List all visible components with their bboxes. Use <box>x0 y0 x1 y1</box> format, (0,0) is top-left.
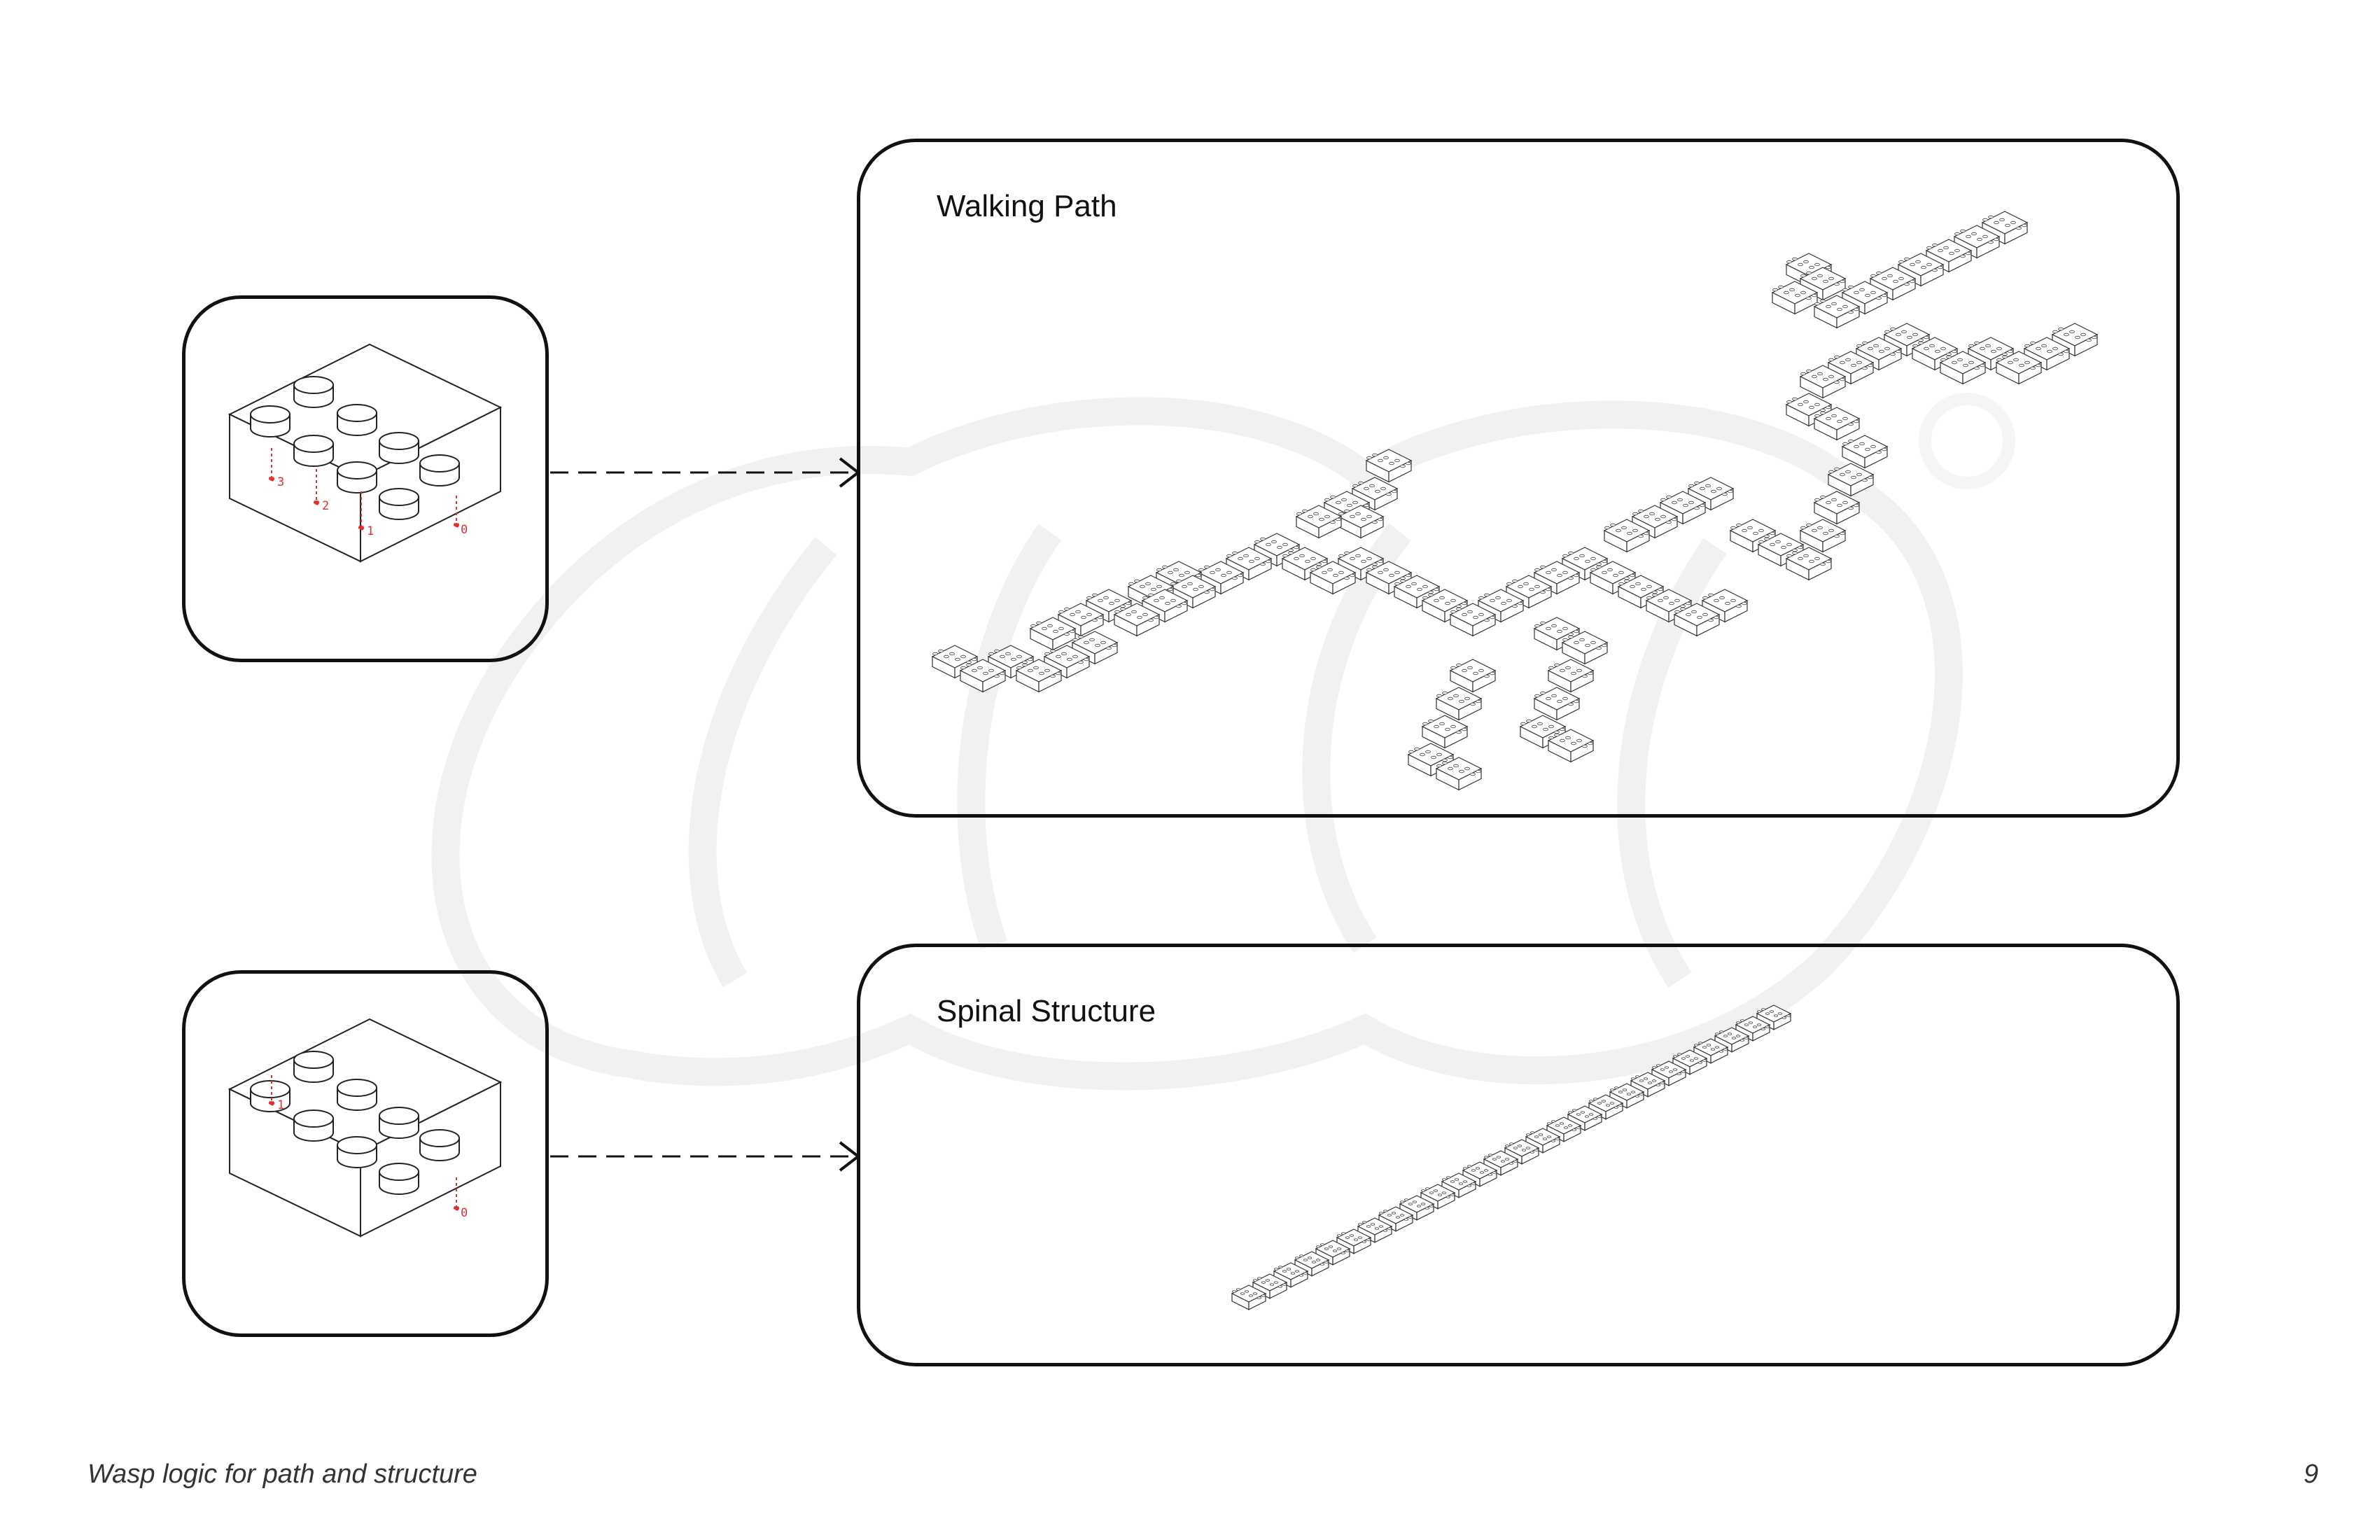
lego-brick <box>1225 547 1273 581</box>
lego-brick <box>959 659 1007 693</box>
lego-brick <box>1547 659 1595 693</box>
figure-caption: Wasp logic for path and structure <box>88 1460 477 1489</box>
lego-brick <box>1672 1049 1708 1075</box>
lego-brick <box>1785 547 1833 581</box>
lego-brick <box>1281 547 1329 581</box>
lego-brick <box>1462 1161 1498 1187</box>
lego-brick <box>1231 1284 1267 1310</box>
connection-label-3: 3 <box>277 475 284 489</box>
lego-brick <box>1505 575 1553 609</box>
lego-brick <box>1799 519 1847 553</box>
lego-brick <box>1645 589 1693 623</box>
lego-brick <box>1729 519 1777 553</box>
lego-brick <box>1449 659 1497 693</box>
lego-brick <box>1057 603 1105 637</box>
lego-brick <box>1351 477 1399 511</box>
connection-label-0: 0 <box>461 1206 468 1220</box>
lego-brick <box>1547 729 1595 763</box>
lego-brick <box>1407 743 1455 777</box>
lego-brick <box>1169 575 1217 609</box>
lego-brick <box>1756 1004 1792 1030</box>
lego-brick <box>1813 407 1861 441</box>
lego-brick <box>1295 505 1343 539</box>
lego-brick <box>1799 365 1847 399</box>
lego-brick <box>1735 1016 1771 1042</box>
lego-brick <box>1911 337 1959 371</box>
lego-brick <box>1771 281 1819 315</box>
lego-brick <box>1435 687 1483 721</box>
lego-brick <box>931 645 979 679</box>
lego-brick <box>1631 505 1679 539</box>
lego-brick <box>1673 603 1721 637</box>
connection-label-1: 1 <box>277 1098 284 1112</box>
lego-brick <box>1113 603 1161 637</box>
lego-brick <box>1841 435 1889 469</box>
lego-brick <box>1813 295 1861 329</box>
spine-brick-diagram: 1 0 <box>182 970 549 1337</box>
lego-brick <box>1827 351 1875 385</box>
lego-brick <box>1273 1262 1309 1288</box>
lego-brick <box>1617 575 1665 609</box>
lego-brick <box>1533 687 1581 721</box>
lego-brick <box>1939 351 1987 385</box>
page-number: 9 <box>2303 1460 2318 1489</box>
lego-brick <box>1435 757 1483 791</box>
lego-brick <box>1421 715 1469 749</box>
walking-path-title: Walking Path <box>937 189 1117 223</box>
lego-brick <box>1197 561 1245 595</box>
lego-brick <box>1015 659 1063 693</box>
lego-brick <box>1337 505 1385 539</box>
path-arrow <box>550 457 861 488</box>
connection-label-0: 0 <box>461 523 468 537</box>
lego-brick <box>1441 1172 1477 1198</box>
lego-brick <box>1519 715 1567 749</box>
spine-brick-box <box>182 970 549 1337</box>
lego-brick <box>1813 491 1861 525</box>
lego-brick <box>1603 519 1651 553</box>
path-brick-box <box>182 295 549 662</box>
lego-brick <box>1336 1228 1372 1254</box>
walking-path-panel <box>857 139 2180 818</box>
path-brick-diagram: 3 2 1 0 <box>182 295 549 662</box>
spinal-structure-panel <box>857 944 2180 1366</box>
lego-brick <box>1449 603 1497 637</box>
lego-brick <box>1378 1206 1414 1232</box>
lego-brick <box>1525 1128 1561 1154</box>
lego-brick <box>1841 281 1889 315</box>
lego-brick <box>1561 631 1609 665</box>
spinal-structure-title: Spinal Structure <box>937 994 1156 1028</box>
connection-label-1: 1 <box>367 524 374 538</box>
lego-brick <box>1309 561 1357 595</box>
lego-brick <box>1714 1027 1750 1053</box>
connection-label-2: 2 <box>322 499 329 513</box>
spine-arrow <box>550 1141 861 1172</box>
walking-path-assembly <box>857 139 2180 818</box>
lego-brick <box>1589 561 1637 595</box>
spinal-structure-assembly <box>857 944 2180 1366</box>
lego-brick <box>1043 645 1091 679</box>
lego-brick <box>1365 449 1413 483</box>
lego-brick <box>1827 463 1875 497</box>
lego-brick <box>1995 351 2043 385</box>
lego-brick <box>1477 589 1525 623</box>
